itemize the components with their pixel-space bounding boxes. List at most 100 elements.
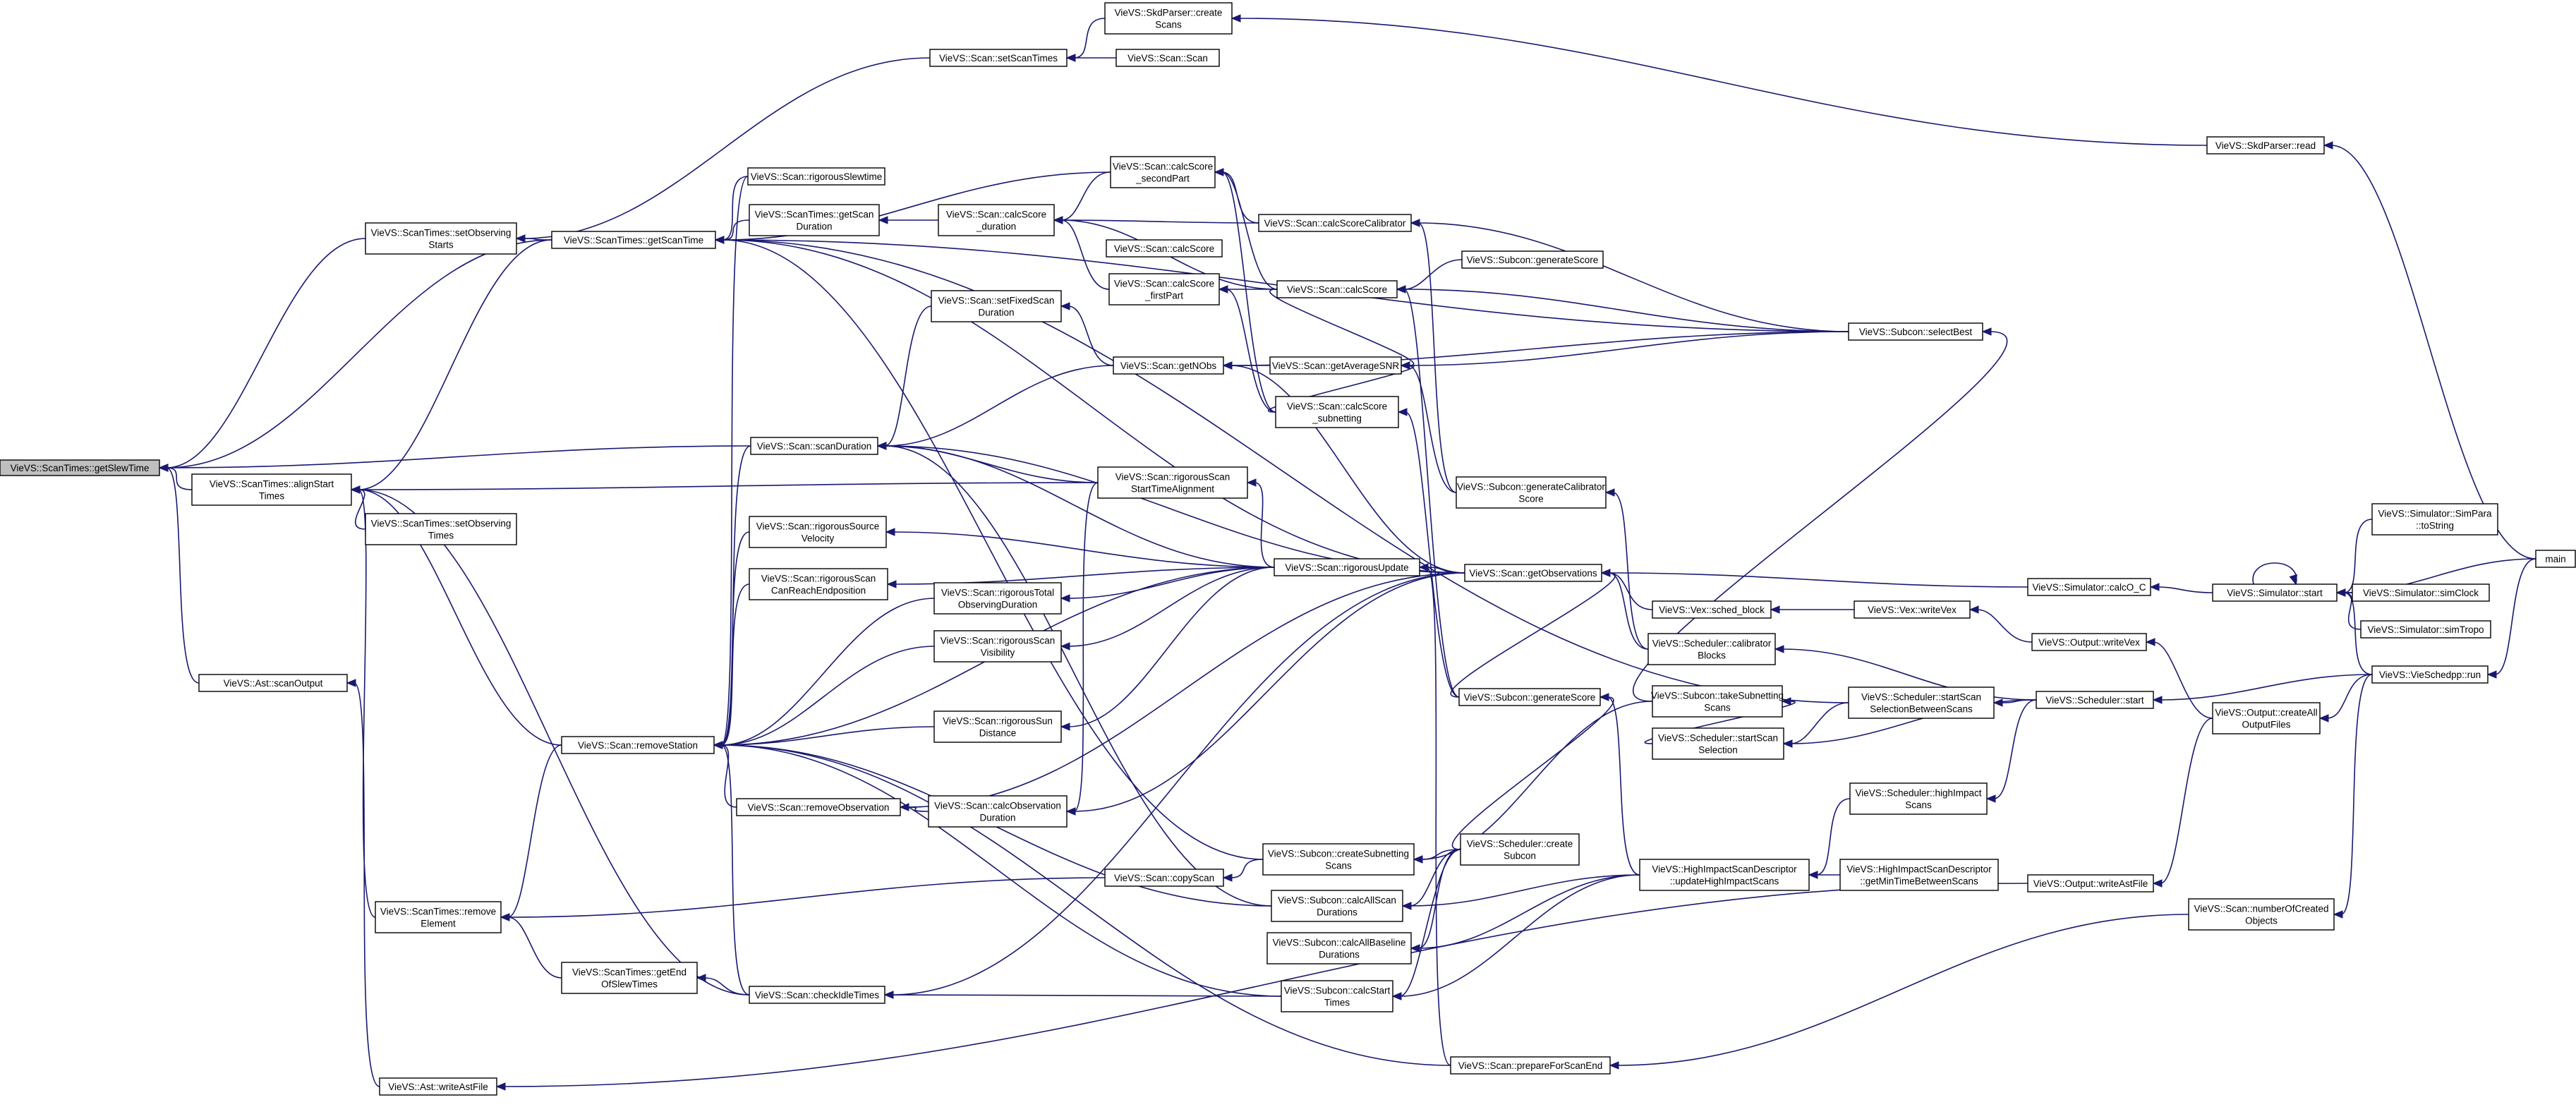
node-vievs-subcon-selectbest[interactable]: VieVS::Subcon::selectBest bbox=[1848, 322, 1983, 341]
node-box bbox=[1647, 633, 1776, 665]
node-box bbox=[1639, 859, 1810, 891]
arrowhead-icon bbox=[495, 1082, 506, 1091]
node-vievs-scheduler-start[interactable]: VieVS::Scheduler::start bbox=[2036, 691, 2154, 709]
call-edge bbox=[713, 741, 1451, 1066]
node-vievs-scan-rigorousslewtime[interactable]: VieVS::Scan::rigorousSlewtime bbox=[747, 167, 885, 186]
node-label: VieVS::Scan::prepareForScanEnd bbox=[1458, 1060, 1603, 1071]
arrowhead-icon bbox=[886, 580, 897, 588]
node-vievs-scan-prepareforscanend[interactable]: VieVS::Scan::prepareForScanEnd bbox=[1450, 1056, 1611, 1075]
call-edge bbox=[515, 57, 931, 243]
node-vievs-scan-removeobservation[interactable]: VieVS::Scan::removeObservation bbox=[736, 798, 901, 816]
node-box bbox=[2371, 503, 2498, 536]
node-vievs-scan-getobservations[interactable]: VieVS::Scan::getObservations bbox=[1464, 564, 1602, 582]
node-vievs-simulator-start[interactable]: VieVS::Simulator::start bbox=[2212, 583, 2338, 602]
node-vievs-scan-setscantimes[interactable]: VieVS::Scan::setScanTimes bbox=[929, 49, 1068, 67]
node-vievs-skdparser-read[interactable]: VieVS::SkdParser::read bbox=[2206, 136, 2325, 155]
node-vievs-scan-rigorousscan-canreachendposition[interactable]: VieVS::Scan::rigorousScanCanReachEndposi… bbox=[749, 568, 888, 600]
node-vievs-subcon-generatescore[interactable]: VieVS::Subcon::generateScore bbox=[1461, 250, 1604, 269]
arrowhead-icon bbox=[1410, 944, 1420, 952]
node-vievs-ast-scanoutput[interactable]: VieVS::Ast::scanOutput bbox=[198, 674, 348, 692]
node-vievs-highimpactscandescriptor-updatehighimpactscans[interactable]: VieVS::HighImpactScanDescriptor::updateH… bbox=[1639, 859, 1810, 891]
node-vievs-scan-calcscore[interactable]: VieVS::Scan::calcScore bbox=[1276, 280, 1398, 298]
node-box bbox=[2027, 578, 2151, 596]
node-label: VieVS::ScanTimes::getScan bbox=[755, 210, 874, 220]
node-vievs-simulator-simclock[interactable]: VieVS::Simulator::simClock bbox=[2352, 583, 2490, 602]
node-label: VieVS::ScanTimes::getScanTime bbox=[564, 235, 703, 246]
edge-line bbox=[1607, 696, 1640, 876]
node-vievs-scheduler-startscan-selectionbetweenscans[interactable]: VieVS::Scheduler::startScanSelectionBetw… bbox=[1848, 686, 1995, 719]
node-vievs-scan-scanduration[interactable]: VieVS::Scan::scanDuration bbox=[750, 437, 878, 455]
node-vievs-simulator-simtropo[interactable]: VieVS::Simulator::simTropo bbox=[2360, 620, 2491, 639]
node-vievs-scan-calcscore[interactable]: VieVS::Scan::calcScore bbox=[1106, 239, 1223, 258]
node-vievs-scan-getaveragesnr[interactable]: VieVS::Scan::getAverageSNR bbox=[1269, 356, 1402, 375]
node-vievs-scan-calcscore-subnetting[interactable]: VieVS::Scan::calcScore_subnetting bbox=[1275, 396, 1399, 428]
node-label: VieVS::Subcon::selectBest bbox=[1859, 327, 1973, 337]
node-vievs-vex-writevex[interactable]: VieVS::Vex::writeVex bbox=[1854, 600, 1971, 619]
node-vievs-scantimes-getslewtime[interactable]: VieVS::ScanTimes::getSlewTime bbox=[0, 459, 160, 476]
node-label: VieVS::Scan::rigorousTotal bbox=[941, 588, 1054, 598]
arrowhead-icon bbox=[346, 679, 356, 687]
node-vievs-scan-rigorousupdate[interactable]: VieVS::Scan::rigorousUpdate bbox=[1274, 558, 1420, 576]
edge-line bbox=[1608, 572, 2028, 588]
call-edge bbox=[2323, 141, 2536, 559]
node-vievs-scan-removestation[interactable]: VieVS::Scan::removeStation bbox=[561, 736, 715, 754]
node-box bbox=[933, 710, 1062, 743]
node-vievs-scan-rigoroustotal-observingduration[interactable]: VieVS::Scan::rigorousTotalObservingDurat… bbox=[933, 582, 1062, 615]
node-vievs-scan-getnobs[interactable]: VieVS::Scan::getNObs bbox=[1113, 356, 1224, 375]
node-vievs-output-writevex[interactable]: VieVS::Output::writeVex bbox=[2031, 633, 2147, 651]
node-vievs-scan-scan[interactable]: VieVS::Scan::Scan bbox=[1115, 49, 1220, 67]
node-vievs-scan-calcscore-duration[interactable]: VieVS::Scan::calcScore_duration bbox=[938, 204, 1055, 236]
edge-line bbox=[2340, 674, 2373, 915]
node-vievs-simulator-simpara-tostring[interactable]: VieVS::Simulator::SimPara::toString bbox=[2371, 503, 2498, 536]
node-vievs-scantimes-getscantime[interactable]: VieVS::ScanTimes::getScanTime bbox=[551, 231, 716, 249]
node-vievs-scan-calcscore-secondpart[interactable]: VieVS::Scan::calcScore_secondPart bbox=[1110, 156, 1216, 188]
node-vievs-vieschedpp-run[interactable]: VieVS::VieSchedpp::run bbox=[2371, 665, 2489, 684]
call-edge bbox=[2333, 674, 2373, 919]
node-vievs-highimpactscandescriptor-getmintimebetweenscans[interactable]: VieVS::HighImpactScanDescriptor::getMinT… bbox=[1839, 859, 1999, 891]
node-vievs-scan-calcscore-firstpart[interactable]: VieVS::Scan::calcScore_firstPart bbox=[1108, 273, 1220, 306]
arrowhead-icon bbox=[1222, 361, 1233, 370]
node-main[interactable]: main bbox=[2535, 550, 2576, 568]
node-vievs-vex-sched-block[interactable]: VieVS::Vex::sched_block bbox=[1652, 600, 1772, 619]
node-label: VieVS::Scan::rigorousScan bbox=[941, 636, 1056, 646]
arrowhead-icon bbox=[1060, 594, 1070, 603]
node-vievs-scan-checkidletimes[interactable]: VieVS::Scan::checkIdleTimes bbox=[749, 986, 885, 1004]
arrowhead-icon bbox=[1410, 219, 1420, 227]
node-vievs-subcon-generatescore[interactable]: VieVS::Subcon::generateScore bbox=[1458, 688, 1601, 706]
node-label: VieVS::Ast::scanOutput bbox=[224, 678, 323, 689]
node-vievs-simulator-calco-c[interactable]: VieVS::Simulator::calcO_C bbox=[2027, 578, 2151, 596]
node-vievs-scan-rigorousscan-starttimealignment[interactable]: VieVS::Scan::rigorousScanStartTimeAlignm… bbox=[1097, 466, 1248, 499]
edge-line bbox=[1426, 567, 1465, 574]
node-vievs-ast-writeastfile[interactable]: VieVS::Ast::writeAstFile bbox=[379, 1077, 497, 1096]
node-vievs-scan-copyscan[interactable]: VieVS::Scan::copyScan bbox=[1104, 869, 1224, 887]
edge-line bbox=[1417, 849, 1461, 949]
node-vievs-scan-calcscorecalibrator[interactable]: VieVS::Scan::calcScoreCalibrator bbox=[1258, 214, 1412, 232]
edge-line bbox=[1068, 567, 1275, 647]
node-vievs-output-writeastfile[interactable]: VieVS::Output::writeAstFile bbox=[2027, 874, 2154, 893]
arrowhead-icon bbox=[1782, 739, 1793, 748]
